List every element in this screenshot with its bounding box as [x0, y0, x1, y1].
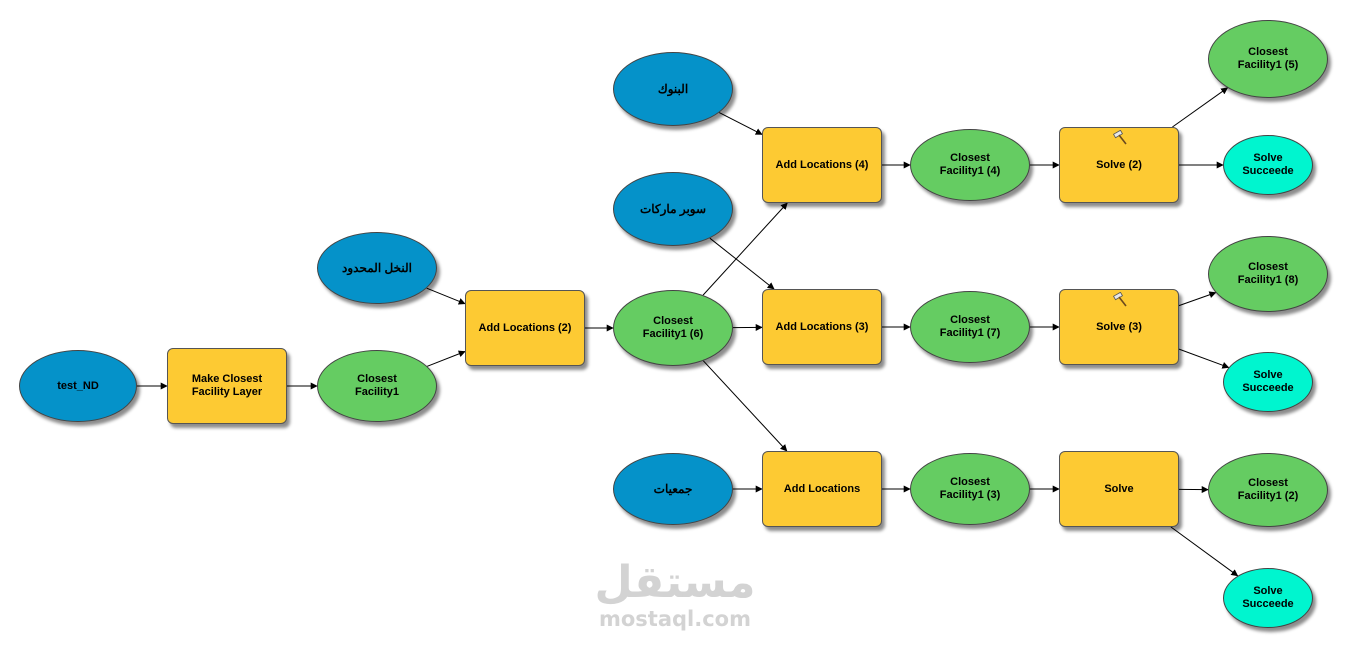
node-label: Solve — [1104, 482, 1134, 495]
node-label: Closest Facility1 — [354, 373, 400, 398]
node-cf1-3[interactable]: Closest Facility1 (3) — [910, 453, 1030, 525]
node-label: Closest Facility1 (3) — [939, 476, 1001, 501]
connector-solve3-to-cf1-8 — [1178, 291, 1217, 307]
hammer-icon — [1112, 130, 1127, 145]
node-label: Solve Succeede — [1242, 369, 1294, 394]
node-label: Add Locations (4) — [775, 158, 869, 171]
node-cf1-4[interactable]: Closest Facility1 (4) — [910, 129, 1030, 201]
node-solve3[interactable]: Solve (3) — [1059, 289, 1179, 365]
node-label: Closest Facility1 (6) — [642, 315, 704, 340]
node-addloc3[interactable]: Add Locations (3) — [762, 289, 882, 365]
node-label: Solve Succeede — [1242, 585, 1294, 610]
connector-solve2-to-cf1-5 — [1172, 87, 1229, 128]
node-label: Closest Facility1 (7) — [939, 314, 1001, 339]
connector-in-nakhl-to-addloc2 — [426, 287, 466, 305]
connector-in-markets-to-addloc3 — [709, 237, 775, 290]
node-label: Solve (2) — [1096, 158, 1142, 171]
node-label: جمعيات — [653, 481, 693, 496]
connector-cf1-6-to-addloc — [702, 360, 788, 452]
node-cf1-5[interactable]: Closest Facility1 (5) — [1208, 20, 1328, 98]
node-cf1[interactable]: Closest Facility1 — [317, 350, 437, 422]
node-in-assoc[interactable]: جمعيات — [613, 453, 733, 525]
node-label: Add Locations — [783, 482, 861, 495]
node-label: النخل المحدود — [342, 260, 412, 275]
node-label: Solve Succeede — [1242, 152, 1294, 177]
node-label: Add Locations (3) — [775, 320, 869, 333]
node-cf1-7[interactable]: Closest Facility1 (7) — [910, 291, 1030, 363]
node-addloc4[interactable]: Add Locations (4) — [762, 127, 882, 203]
connector-solve3-to-succ-b — [1178, 348, 1230, 369]
node-in-nakhl[interactable]: النخل المحدود — [317, 232, 437, 304]
node-label: Closest Facility1 (4) — [939, 152, 1001, 177]
hammer-icon — [1112, 292, 1127, 307]
node-label: البنوك — [657, 81, 689, 96]
node-succ-c[interactable]: Solve Succeede — [1223, 568, 1313, 628]
node-addloc2[interactable]: Add Locations (2) — [465, 290, 585, 366]
node-in-banks[interactable]: البنوك — [613, 52, 733, 126]
node-succ-a[interactable]: Solve Succeede — [1223, 135, 1313, 195]
node-label: سوبر ماركات — [639, 201, 707, 216]
node-cf1-6[interactable]: Closest Facility1 (6) — [613, 290, 733, 366]
connector-in-banks-to-addloc4 — [719, 112, 763, 135]
watermark-logo: مستقل — [594, 557, 756, 608]
node-label: Closest Facility1 (8) — [1237, 261, 1299, 286]
node-cf1-2[interactable]: Closest Facility1 (2) — [1208, 453, 1328, 527]
node-label: Add Locations (2) — [478, 321, 572, 334]
node-test-nd[interactable]: test_ND — [19, 350, 137, 422]
connector-solve-to-succ-c — [1170, 526, 1239, 577]
node-label: Closest Facility1 (5) — [1237, 46, 1299, 71]
connector-cf1-to-addloc2 — [427, 350, 466, 367]
node-cf1-8[interactable]: Closest Facility1 (8) — [1208, 236, 1328, 312]
node-label: Solve (3) — [1096, 320, 1142, 333]
connector-cf1-6-to-addloc4 — [702, 202, 788, 296]
node-label: test_ND — [57, 379, 99, 392]
node-make-cf[interactable]: Make Closest Facility Layer — [167, 348, 287, 424]
node-label: Closest Facility1 (2) — [1237, 477, 1299, 502]
node-label: Make Closest Facility Layer — [191, 373, 263, 398]
node-solve[interactable]: Solve — [1059, 451, 1179, 527]
node-in-markets[interactable]: سوبر ماركات — [613, 172, 733, 246]
node-succ-b[interactable]: Solve Succeede — [1223, 352, 1313, 412]
node-solve2[interactable]: Solve (2) — [1059, 127, 1179, 203]
watermark: مستقل mostaql.com — [585, 560, 765, 640]
watermark-url: mostaql.com — [599, 607, 751, 631]
node-addloc[interactable]: Add Locations — [762, 451, 882, 527]
